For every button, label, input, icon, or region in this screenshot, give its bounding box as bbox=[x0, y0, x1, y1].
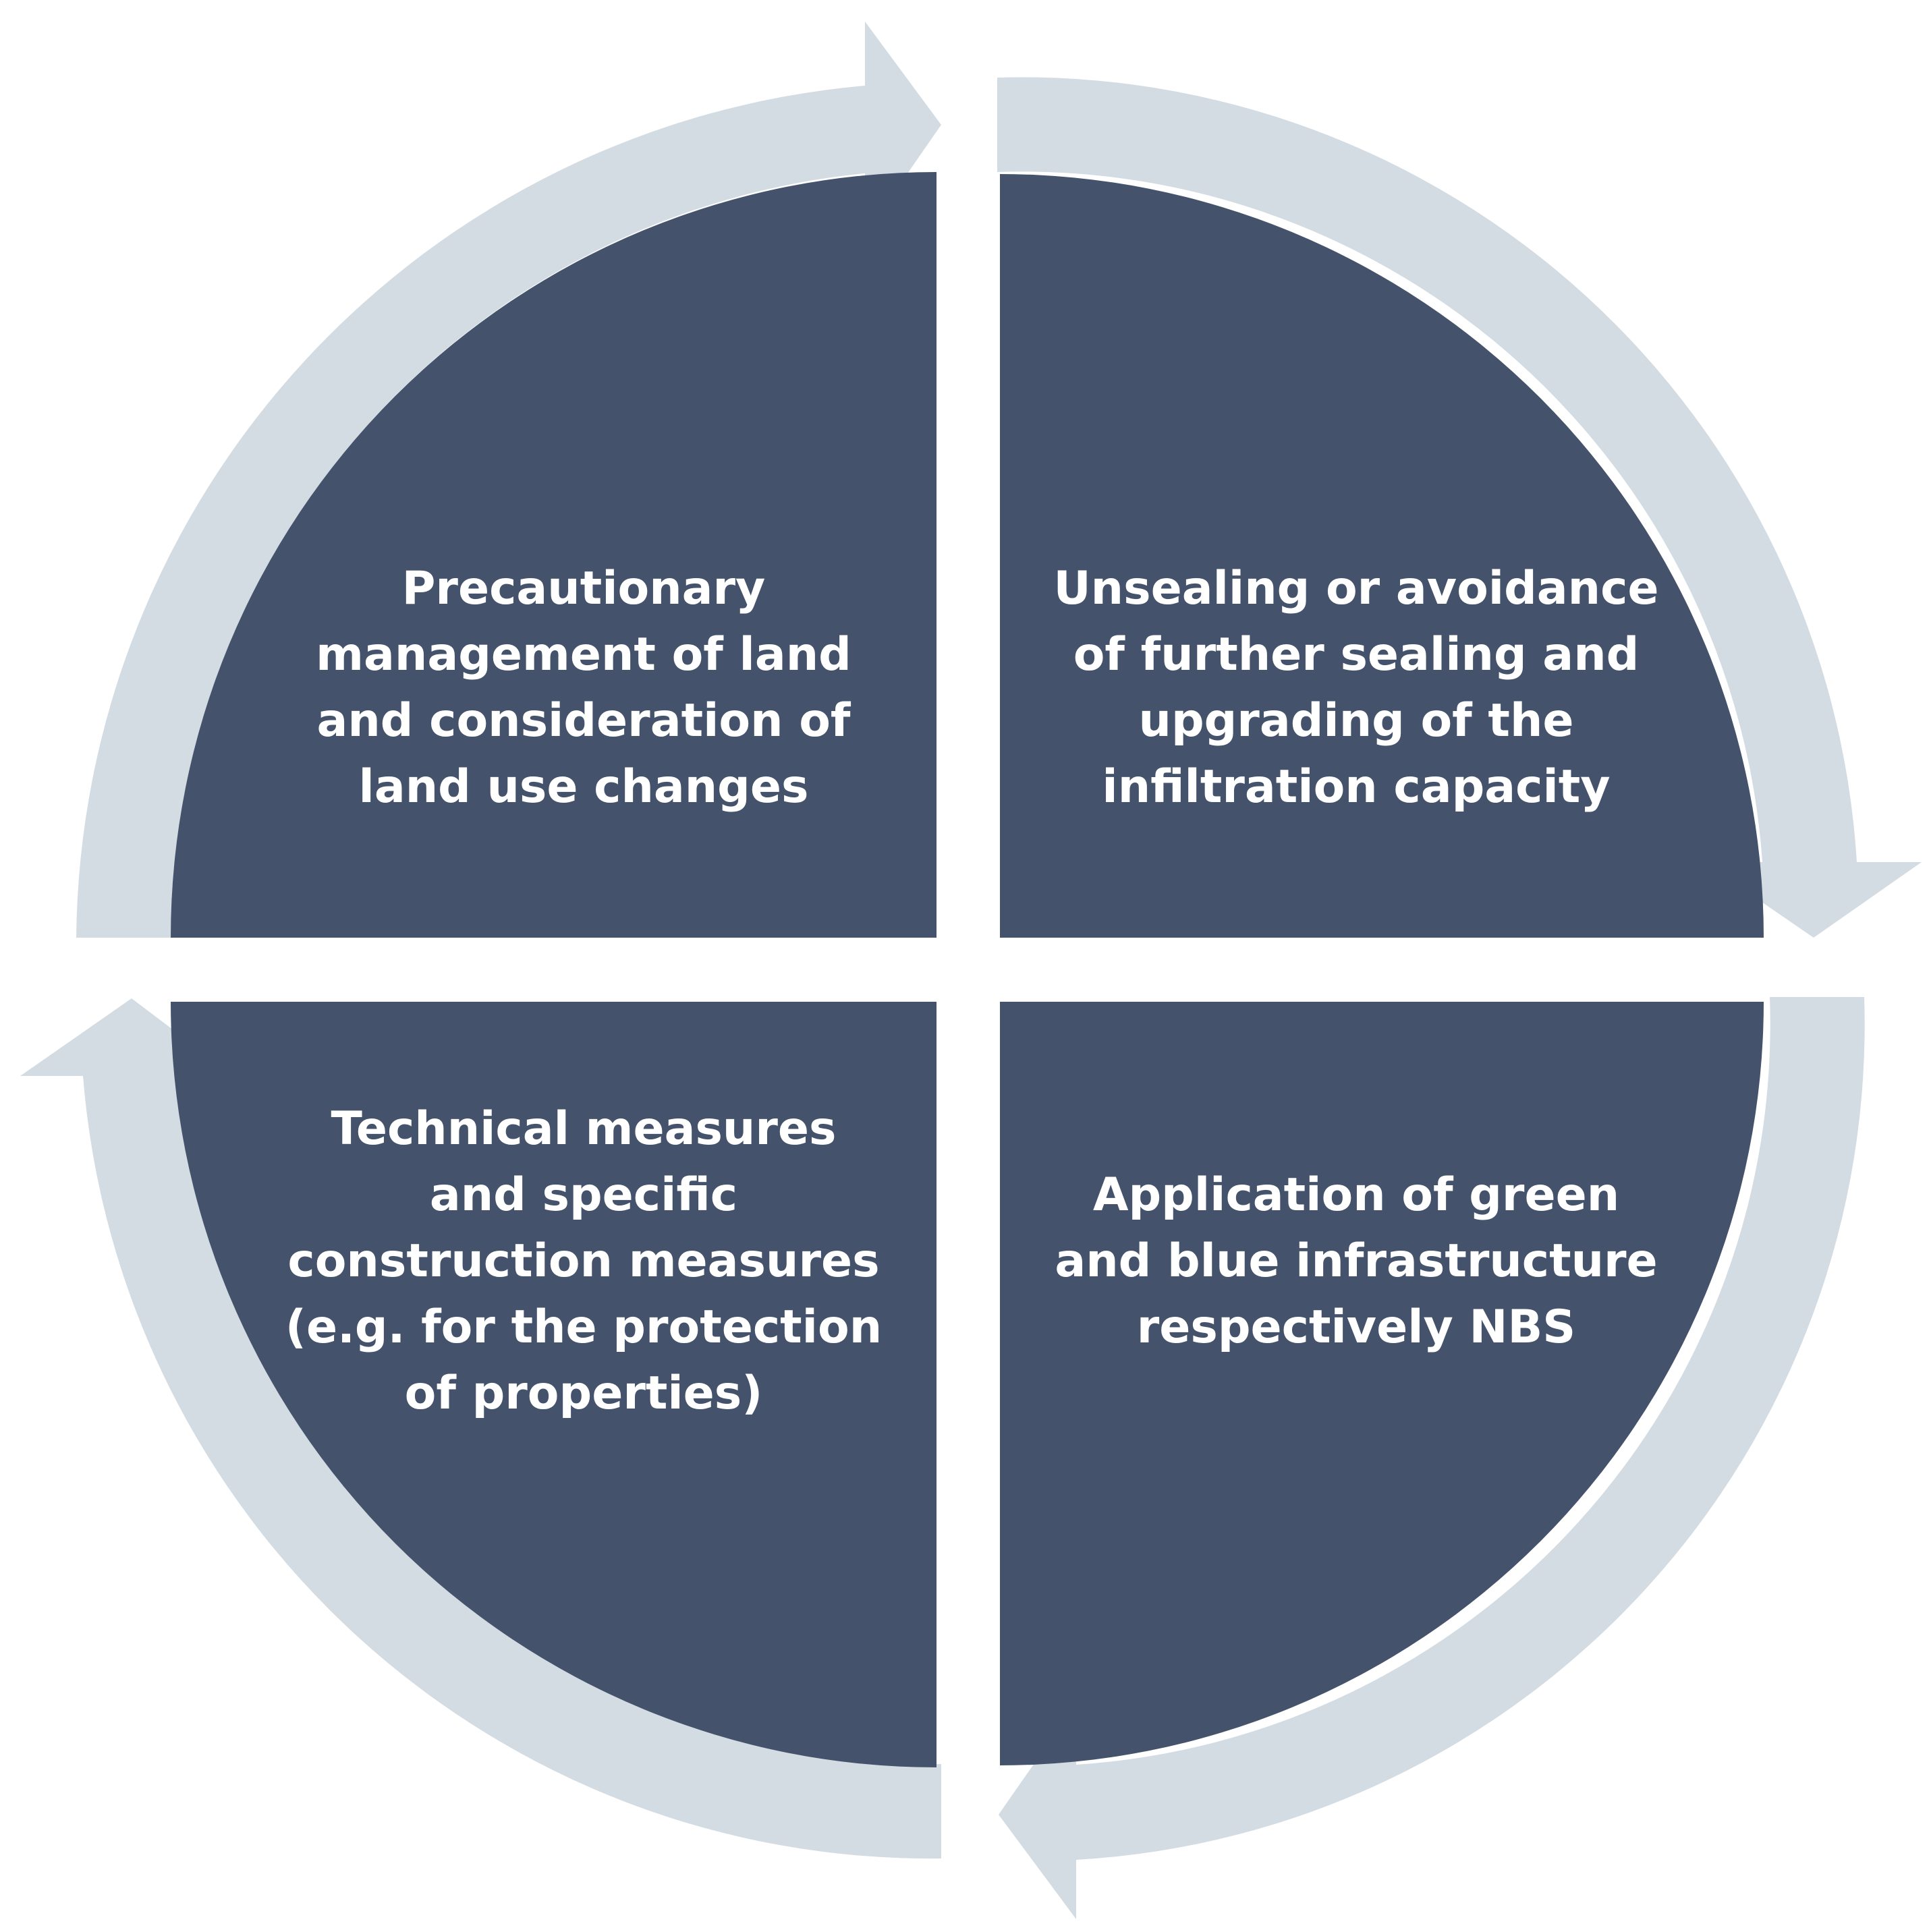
quadrant-bottom-right bbox=[1000, 1002, 1764, 1765]
quadrant-label-top-right: Unsealing or avoidance of further sealin… bbox=[1053, 562, 1659, 814]
quadrant-label-bottom-right: Application of green and blue infrastruc… bbox=[1055, 1168, 1658, 1354]
quadrant-label-bottom-left: Technical measures and specific construc… bbox=[285, 1102, 883, 1420]
quadrant-bottom-left bbox=[171, 1002, 936, 1767]
arrow-top-left bbox=[76, 22, 941, 938]
quadrant-label-top-left: Precautionary management of land and con… bbox=[316, 562, 851, 814]
quadrant-top-left bbox=[171, 172, 936, 938]
arrow-bottom-left bbox=[20, 998, 941, 1859]
quadrant-top-right bbox=[1000, 174, 1764, 938]
arrow-top-right bbox=[997, 77, 1922, 938]
arrow-bottom-right bbox=[999, 997, 1865, 1919]
